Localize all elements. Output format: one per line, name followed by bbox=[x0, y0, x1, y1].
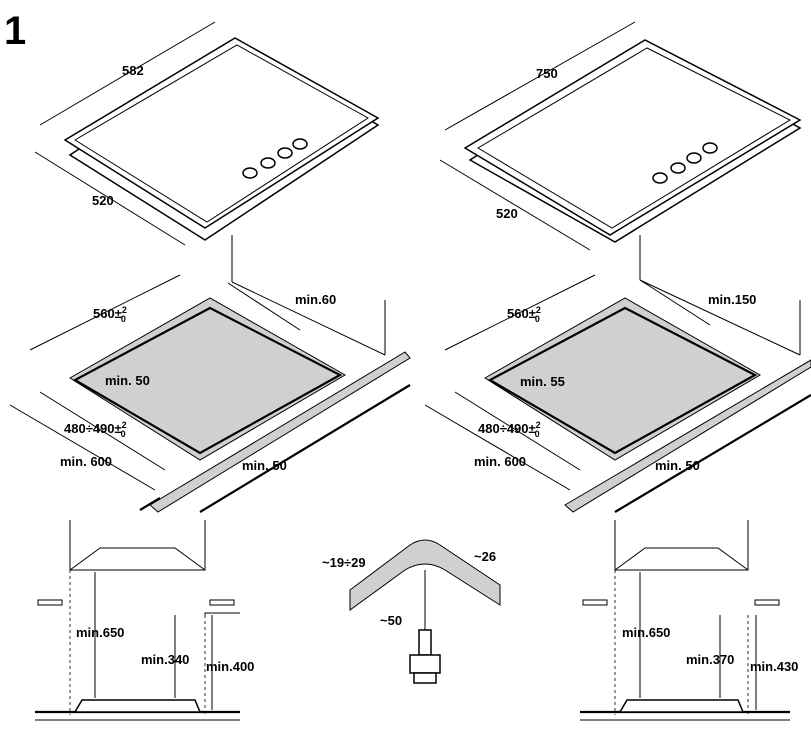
knob-icon bbox=[292, 138, 308, 150]
hob-small-width: 582 bbox=[122, 63, 144, 78]
hood-small: min.650 min.340 min.400 bbox=[35, 520, 254, 721]
profile-edge: ~26 bbox=[474, 549, 496, 564]
knob-icon bbox=[652, 172, 668, 184]
hood-large-height: min.650 bbox=[622, 625, 670, 640]
knobs-large bbox=[652, 142, 718, 184]
cutout-large-front: min. 50 bbox=[655, 458, 700, 473]
knob-icon bbox=[242, 167, 258, 179]
cutout-opening bbox=[72, 306, 343, 455]
knob-icon bbox=[670, 162, 686, 174]
hood-large-side: min.430 bbox=[750, 659, 798, 674]
hob-large-depth: 520 bbox=[496, 206, 518, 221]
cutout-large-counter: min. 600 bbox=[474, 454, 526, 469]
knob-icon bbox=[260, 157, 276, 169]
cutout-small-rear: min.60 bbox=[295, 292, 336, 307]
profile-screw: ~50 bbox=[380, 613, 402, 628]
figure-number: 1 bbox=[4, 9, 26, 53]
hood-small-side: min.400 bbox=[206, 659, 254, 674]
profile-thickness: ~19÷29 bbox=[322, 555, 366, 570]
knob-icon bbox=[702, 142, 718, 154]
hob-side-view bbox=[73, 699, 202, 713]
hob-small-depth: 520 bbox=[92, 193, 114, 208]
cutout-large-side: min. 55 bbox=[520, 374, 565, 389]
cutout-large-rear: min.150 bbox=[708, 292, 756, 307]
knobs-small bbox=[242, 138, 308, 179]
screw-icon bbox=[418, 629, 432, 656]
hob-large: 750 520 bbox=[439, 21, 802, 251]
hob-small: 582 520 bbox=[34, 21, 380, 246]
hob-small-top bbox=[63, 37, 380, 229]
hob-side-view bbox=[618, 699, 745, 713]
hob-large-width: 750 bbox=[536, 66, 558, 81]
hood-small-cabinet: min.340 bbox=[141, 652, 189, 667]
hood-large: min.650 min.370 min.430 bbox=[580, 520, 798, 721]
hood-small-height: min.650 bbox=[76, 625, 124, 640]
hood-large-cabinet: min.370 bbox=[686, 652, 734, 667]
profile-detail: ~19÷29 ~26 ~50 bbox=[322, 539, 501, 684]
cutout-small-side: min. 50 bbox=[105, 373, 150, 388]
cutout-small-counter: min. 600 bbox=[60, 454, 112, 469]
screw-nut-icon bbox=[409, 654, 441, 674]
knob-icon bbox=[277, 147, 293, 159]
cutout-small-front: min. 50 bbox=[242, 458, 287, 473]
knob-icon bbox=[686, 152, 702, 164]
cutout-opening bbox=[487, 306, 758, 455]
hob-large-top bbox=[463, 39, 802, 236]
